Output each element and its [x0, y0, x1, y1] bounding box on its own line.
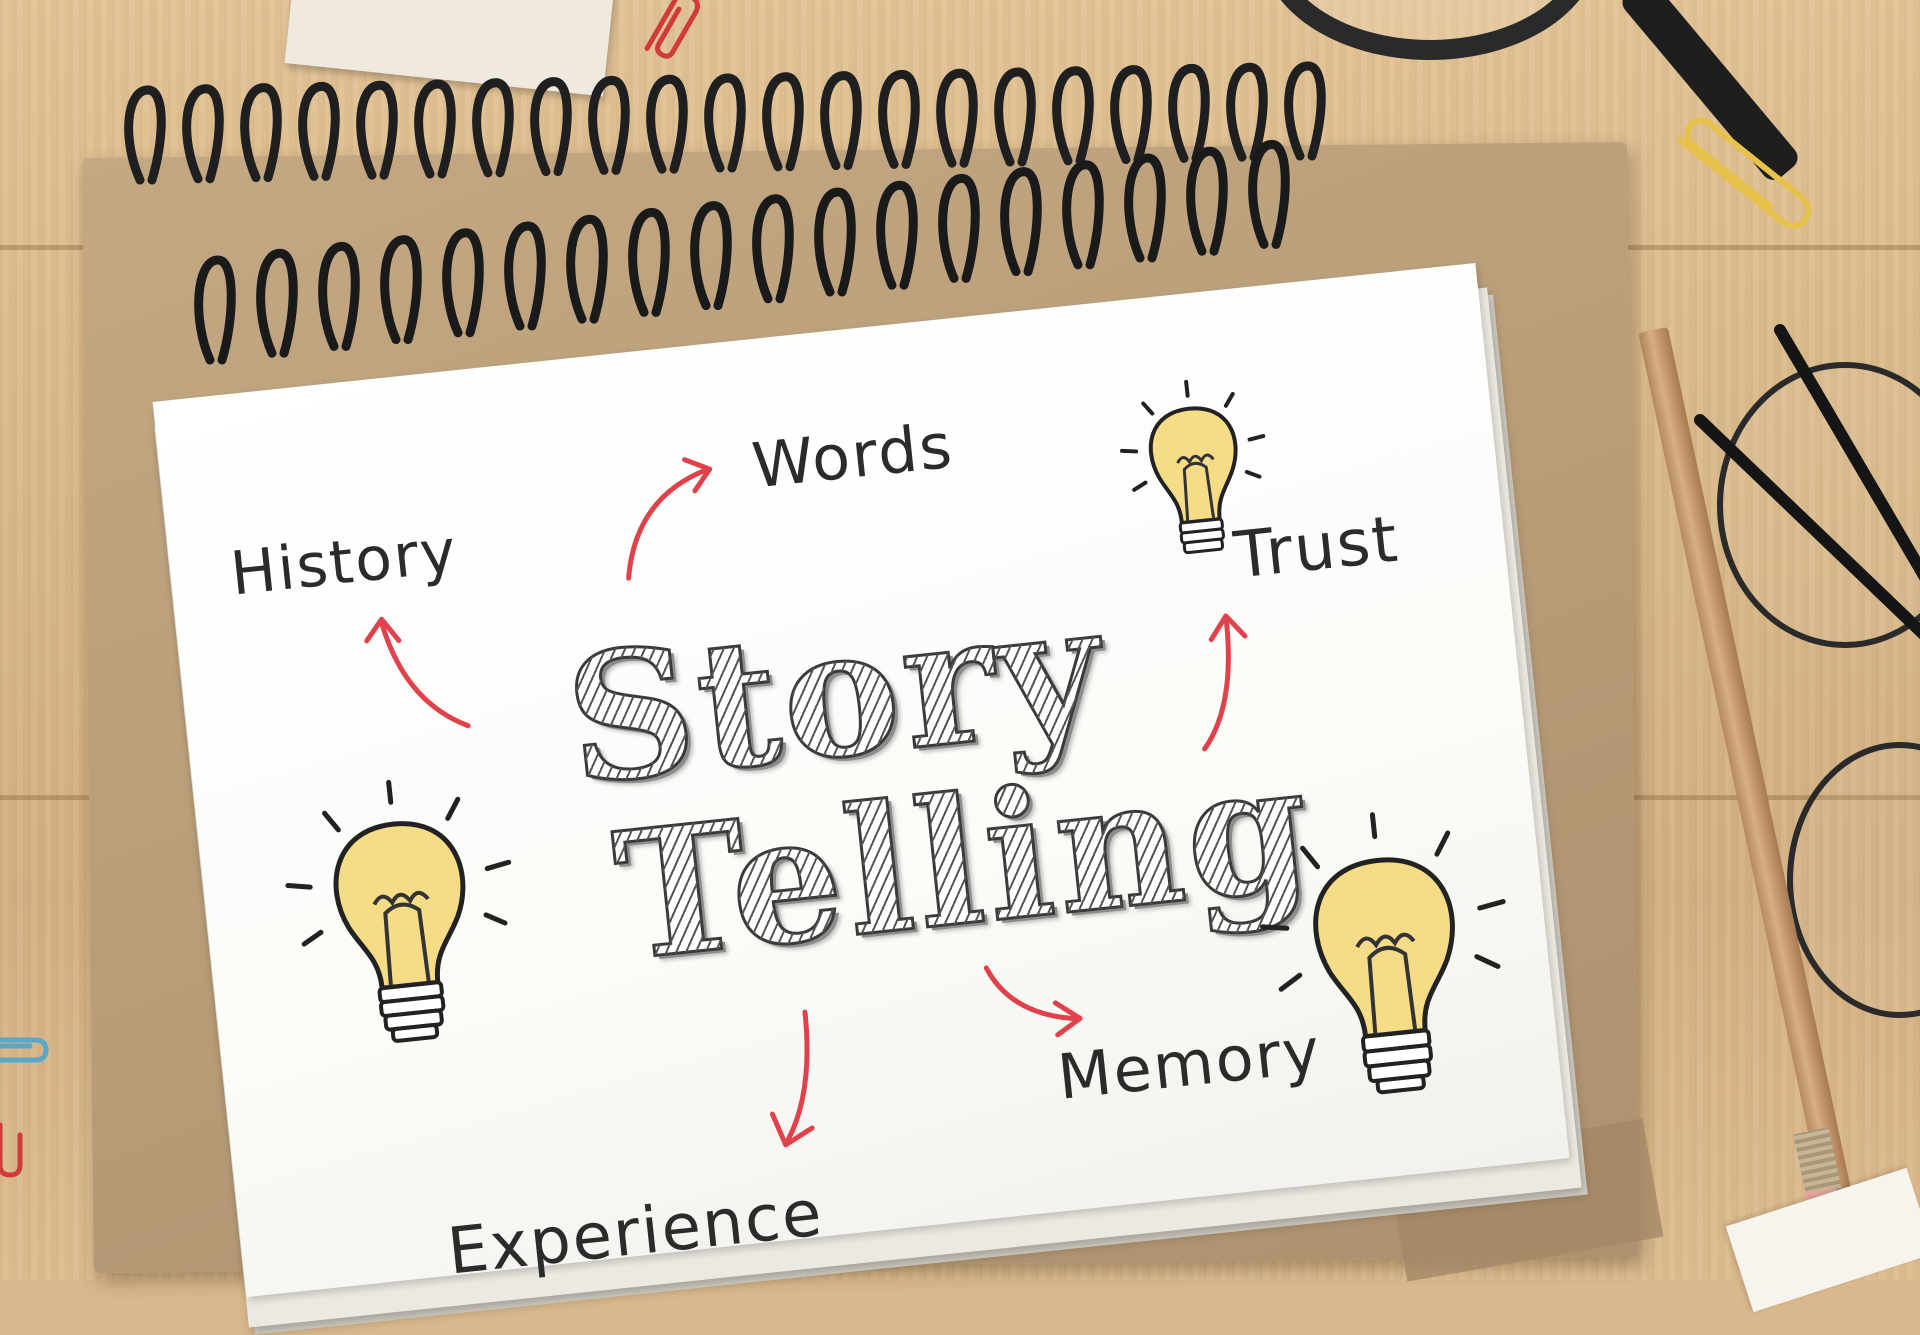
- arrow-to-words: [626, 457, 713, 581]
- spiral-coil: [194, 255, 236, 365]
- spiral-coil: [240, 83, 282, 183]
- spiral-coil: [182, 84, 224, 184]
- word-history: History: [227, 516, 461, 610]
- arrow-to-memory: [983, 965, 1083, 1038]
- spiral-coil: [1168, 63, 1210, 163]
- spiral-coil: [504, 221, 546, 331]
- spiral-coil: [566, 214, 608, 324]
- spiral-coil: [1110, 65, 1152, 165]
- spiral-coil: [646, 74, 688, 174]
- lightbulb-icon: [1260, 812, 1506, 1095]
- arrow-to-experience: [769, 1009, 815, 1148]
- spiral-coil: [936, 68, 978, 168]
- spiral-coil: [318, 241, 360, 351]
- spiral-coil: [380, 235, 422, 345]
- spiral-coil: [1284, 61, 1326, 161]
- spiral-coil: [878, 69, 920, 169]
- spiral-coil: [628, 207, 670, 317]
- spiral-coil: [1186, 146, 1228, 256]
- spiral-coil: [876, 180, 918, 290]
- notebook-page: History Words Trust Memory Experience St…: [152, 262, 1570, 1298]
- spiral-coil: [820, 71, 862, 171]
- spiral-coil: [588, 75, 630, 175]
- spiral-coil: [704, 73, 746, 173]
- spiral-coil: [762, 72, 804, 172]
- spiral-coil: [814, 187, 856, 297]
- spiral-coil: [994, 67, 1036, 167]
- spiral-coil: [442, 228, 484, 338]
- spiral-coil: [752, 194, 794, 304]
- paperclip-icon: [0, 1122, 23, 1178]
- paperclip-icon: [644, 0, 700, 59]
- spiral-coil: [1124, 153, 1166, 263]
- lightbulb-icon: [285, 779, 512, 1043]
- eyeglasses-icon: [1694, 324, 1920, 1018]
- spiral-coil: [1248, 139, 1290, 249]
- paperclip-icon: [0, 1037, 49, 1063]
- arrow-to-history: [364, 616, 471, 729]
- spiral-coil: [256, 248, 298, 358]
- spiral-coil: [1062, 160, 1104, 270]
- arrow-to-trust: [1202, 613, 1248, 752]
- spiral-binding-front: [194, 139, 1290, 365]
- lightbulb-icon: [1120, 379, 1266, 555]
- spiral-coil: [356, 80, 398, 180]
- spiral-coil: [938, 173, 980, 283]
- spiral-coil: [298, 81, 340, 181]
- spiral-binding-back: [124, 61, 1326, 185]
- spiral-coil: [1052, 66, 1094, 166]
- spiral-coil: [124, 85, 166, 185]
- spiral-coil: [530, 77, 572, 177]
- paperclip-icon: [1677, 117, 1812, 229]
- spiral-coil: [1000, 167, 1042, 277]
- spiral-coil: [414, 79, 456, 179]
- spiral-coil: [690, 201, 732, 311]
- spiral-coil: [1226, 62, 1268, 162]
- spiral-coil: [472, 78, 514, 178]
